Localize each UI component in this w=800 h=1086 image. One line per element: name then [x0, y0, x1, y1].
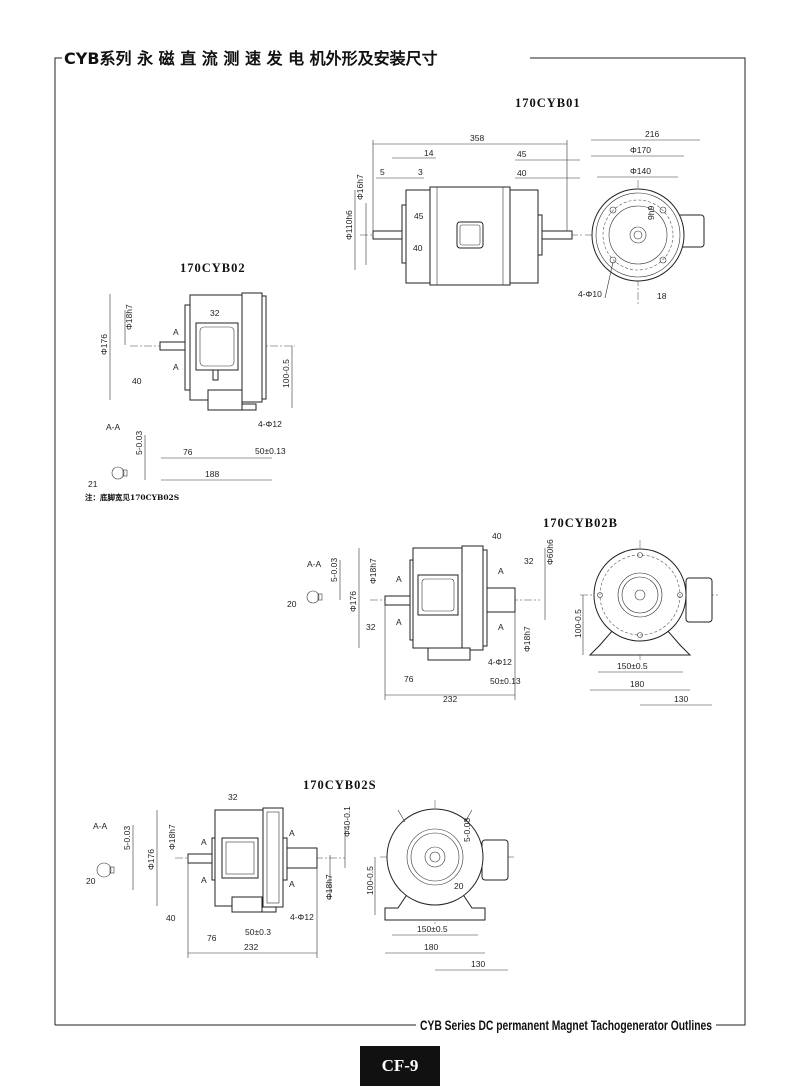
section-marker: A [201, 837, 207, 847]
dim-label: 40 [132, 376, 142, 386]
dim-label: Φ18h7 [522, 626, 532, 652]
dim-label: Φ110h6 [344, 210, 354, 240]
section-marker: A [289, 828, 295, 838]
dim-label: Φ140 [630, 166, 651, 176]
dim-label: Φ18h7 [324, 874, 334, 900]
dim-label: 14 [424, 148, 434, 158]
dim-label: Φ16h7 [355, 174, 365, 200]
dim-label: 5-0.03 [134, 431, 144, 455]
section-marker: A [396, 574, 402, 584]
dim-label: 4-Φ12 [488, 657, 512, 667]
dim-label: 76 [183, 447, 193, 457]
dim-label: 21 [88, 479, 98, 489]
footer-title: CYB Series DC permanent Magnet Tachogene… [420, 1018, 712, 1033]
dim-label: 50±0.13 [490, 676, 521, 686]
dim-label: Φ18h7 [124, 304, 134, 330]
dim-label: 18 [657, 291, 667, 301]
section-marker: A [173, 327, 179, 337]
page-number-badge [360, 1046, 440, 1086]
dim-label: 5-0.03 [122, 826, 132, 850]
page-number: CF-9 [382, 1056, 419, 1075]
dim-label: 180 [424, 942, 438, 952]
drawing-title: 170CYB01 [515, 96, 581, 110]
dim-label: 5-0.03 [462, 818, 472, 842]
page-frame [54, 57, 746, 1026]
section-label: A-A [307, 559, 322, 569]
dim-label: 32 [524, 556, 534, 566]
dim-label: 180 [630, 679, 644, 689]
section-label: A-A [106, 422, 121, 432]
dim-label: 50±0.3 [245, 927, 271, 937]
dim-label: 32 [228, 792, 238, 802]
dim-label: 100-0.5 [573, 609, 583, 638]
dim-label: Φ176 [146, 849, 156, 870]
dim-label: Φ176 [99, 334, 109, 355]
dim-label: 188 [205, 469, 219, 479]
dim-label: 100-0.5 [281, 359, 291, 388]
drawing-170cyb02b: 170CYB02B 40 32 Φ60h6 Φ18h7 Φ176 Φ18h7 3… [287, 516, 720, 706]
dim-label: 4-Φ12 [258, 419, 282, 429]
dim-label: 9h9 [646, 206, 656, 220]
dim-label: 20 [454, 881, 464, 891]
dim-label: 40 [492, 531, 502, 541]
dim-label: 232 [443, 694, 457, 704]
side-view: 358 14 5 3 45 40 Φ16h7 Φ110h6 45 40 [344, 133, 582, 286]
dim-label: 76 [404, 674, 414, 684]
dim-label: 76 [207, 933, 217, 943]
dim-label: 20 [86, 876, 96, 886]
dim-label: 150±0.5 [617, 661, 648, 671]
dim-label: 4-Φ12 [290, 912, 314, 922]
dim-label: 40 [166, 913, 176, 923]
drawing-170cyb02: 170CYB02 32 Φ18h7 Φ176 A A 40 100-0.5 4-… [85, 261, 295, 502]
dim-label: 130 [674, 694, 688, 704]
section-marker: A [396, 617, 402, 627]
dim-label: 20 [287, 599, 297, 609]
dim-label: 32 [366, 622, 376, 632]
dim-label: 45 [517, 149, 527, 159]
dim-label: 5-0.03 [329, 558, 339, 582]
dim-label: 232 [244, 942, 258, 952]
dim-label: 5 [380, 167, 385, 177]
dim-label: 32 [210, 308, 220, 318]
dim-label: Φ18h7 [167, 824, 177, 850]
section-marker: A [289, 879, 295, 889]
dim-label: 100-0.5 [365, 866, 375, 895]
dim-label: 40 [517, 168, 527, 178]
section-label: A-A [93, 821, 108, 831]
dim-label: 130 [471, 959, 485, 969]
dim-label: Φ60h6 [545, 539, 555, 565]
section-marker: A [173, 362, 179, 372]
front-view: 216 Φ170 Φ140 9h9 4-Φ10 18 [578, 129, 705, 305]
dim-label: 358 [470, 133, 484, 143]
dim-label: 216 [645, 129, 659, 139]
section-marker: A [498, 622, 504, 632]
drawing-title: 170CYB02 [180, 261, 246, 275]
drawing-title: 170CYB02S [303, 778, 377, 792]
drawing-note: 注：底脚宽见170CYB02S [85, 492, 179, 502]
dim-label: Φ170 [630, 145, 651, 155]
dim-label: Φ176 [348, 591, 358, 612]
section-marker: A [498, 566, 504, 576]
drawing-170cyb02s: 170CYB02S 32 Φ18h7 Φ176 Φ40-0.1 Φ18h7 A … [86, 778, 515, 971]
dim-label: 3 [418, 167, 423, 177]
section-marker: A [201, 875, 207, 885]
dim-label: 150±0.5 [417, 924, 448, 934]
dim-label: 4-Φ10 [578, 289, 602, 299]
page-title: CYB系列 永 磁 直 流 测 速 发 电 机外形及安装尺寸 [64, 49, 438, 68]
dim-label: Φ40-0.1 [342, 806, 352, 837]
terminal-window [456, 221, 484, 249]
drawing-title: 170CYB02B [543, 516, 618, 530]
drawing-170cyb01: 170CYB01 358 14 5 3 45 40 Φ16h7 Φ11 [344, 96, 705, 305]
dim-label: 50±0.13 [255, 446, 286, 456]
dim-label: 45 [414, 211, 424, 221]
dim-label: Φ18h7 [368, 558, 378, 584]
dim-label: 40 [413, 243, 423, 253]
